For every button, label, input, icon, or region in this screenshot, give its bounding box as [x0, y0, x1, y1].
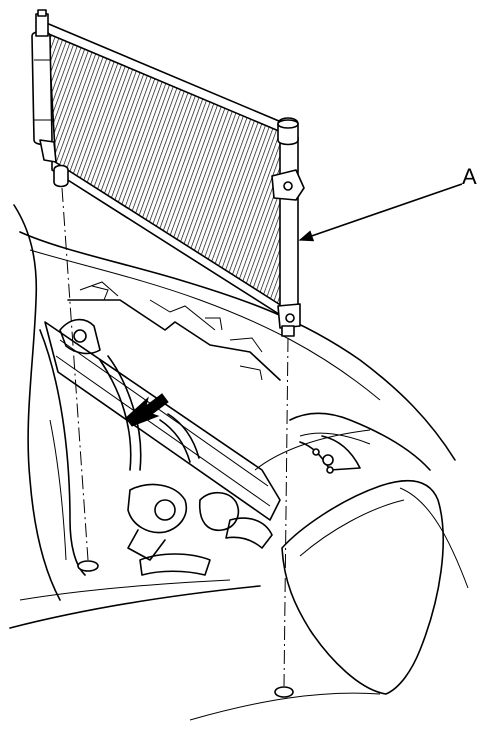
alignment-line-left [61, 187, 89, 561]
callout-a-leader [298, 183, 463, 242]
callout-a-label: A [462, 164, 477, 189]
condenser-left-tank [31, 9, 69, 188]
alignment-lines [61, 187, 289, 687]
alignment-line-right [283, 337, 289, 687]
lower-mount-hole-left [77, 560, 99, 572]
condenser-right-tank [271, 117, 305, 337]
lower-mount-hole-right [274, 686, 294, 698]
condenser [31, 9, 305, 337]
vehicle-front-structure [9, 204, 469, 721]
callout-a: A [298, 164, 477, 242]
